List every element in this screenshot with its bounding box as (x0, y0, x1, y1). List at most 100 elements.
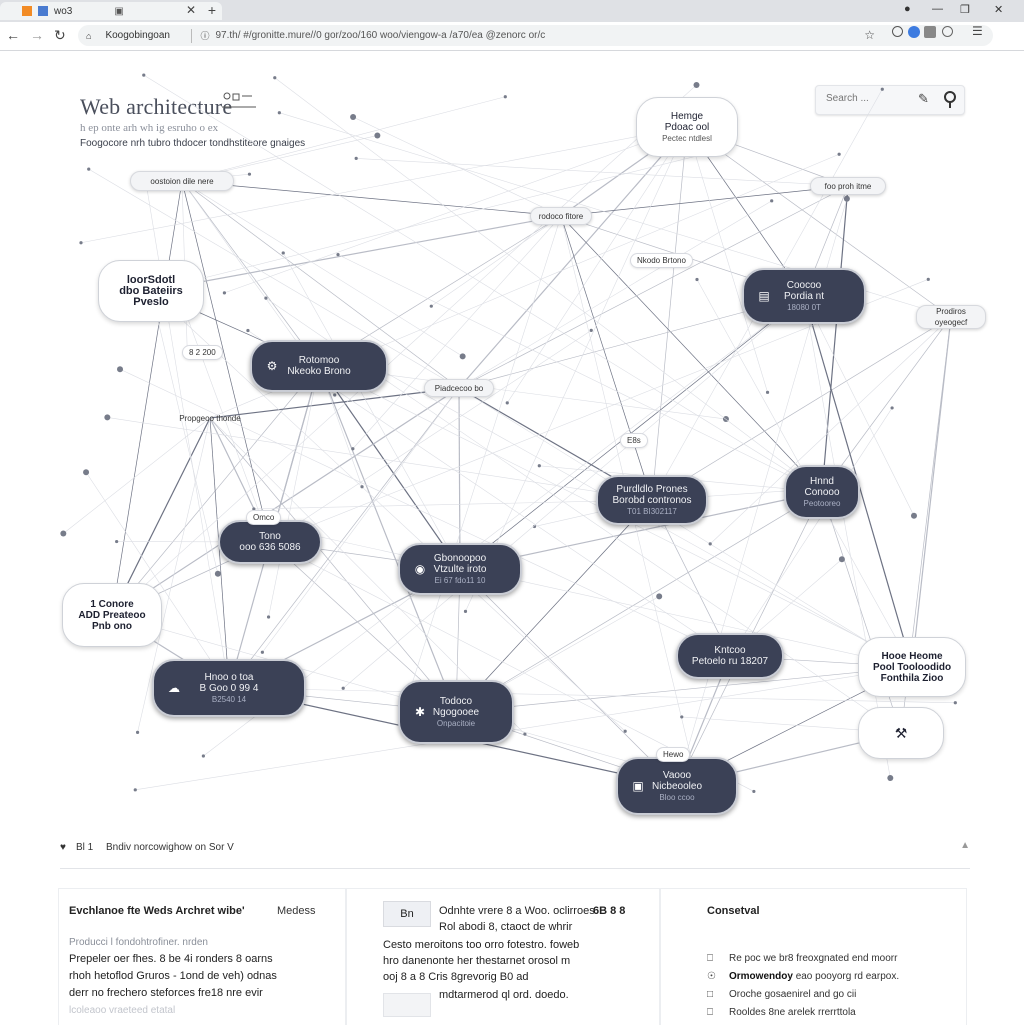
graph-node[interactable]: ✱ Todoco Ngogooee Onpacitoie (398, 680, 514, 744)
graph-junction-dot (282, 251, 285, 254)
graph-junction-dot (506, 401, 509, 404)
graph-node[interactable]: Purdldlo Prones Borobd contronos T01 BI3… (596, 475, 708, 525)
collapse-icon[interactable]: ▲ (960, 840, 970, 851)
panel-button[interactable]: Bn (383, 901, 431, 927)
list-bullet-icon: ☉ (707, 971, 719, 982)
graph-node-line1: Coocoo (787, 280, 821, 291)
graph-edge (465, 127, 687, 611)
graph-tag[interactable]: 8 2 200 (182, 345, 223, 360)
graph-junction-dot (538, 464, 541, 467)
graph-node-line3: Fonthila Zioo (881, 673, 944, 684)
forward-icon[interactable]: → (30, 27, 44, 43)
graph-node[interactable]: Kntcoo Petoelo ru 18207 (676, 633, 784, 679)
maximize-button[interactable]: ❐ (960, 3, 970, 16)
chevron-icon[interactable]: ♥ (60, 842, 66, 853)
extension-blue-icon[interactable] (908, 26, 920, 38)
graph-edge (652, 127, 687, 500)
graph-node[interactable]: ⚒ (858, 707, 944, 759)
graph-junction-dot (202, 754, 205, 757)
minimize-button[interactable]: — (932, 3, 943, 15)
graph-node[interactable]: Tono ooo 636 5086 (218, 520, 322, 564)
panel-side-label[interactable]: Medess (277, 905, 316, 917)
tab-close-icon[interactable]: ✕ (186, 3, 196, 17)
graph-node[interactable]: Piadcecoo bo (424, 379, 494, 397)
list-item[interactable]: ☉ Ormowendoy eao pooyorg rd earpox. (709, 971, 899, 982)
extension-search-icon[interactable] (892, 26, 903, 37)
graph-node[interactable]: Propgeoo thonde (170, 409, 250, 427)
graph-node-line2: Nkeoko Brono (287, 366, 350, 377)
panel-text: lcoleaoo vraeteed etatal (69, 1005, 175, 1016)
extension-grid-icon[interactable] (924, 26, 936, 38)
info-icon[interactable]: ⓘ (200, 29, 209, 42)
graph-tag[interactable]: Hewo (656, 747, 690, 762)
graph-tag[interactable]: Omco (246, 510, 281, 525)
menu-icon[interactable]: ☰ (972, 24, 983, 38)
graph-junction-dot (680, 715, 683, 718)
list-item[interactable]: ⎕ Re poc we br8 freoxgnated end moorr (709, 953, 897, 964)
graph-node[interactable]: Hooe Heome Pool Tooloodido Fonthila Zioo (858, 637, 966, 697)
graph-junction-dot (79, 241, 82, 244)
graph-node[interactable]: oostoion dile nere (130, 171, 234, 191)
graph-junction-dot (360, 485, 363, 488)
panel-overview: Evchlanoe fte Weds Archret wibe' Medess … (58, 888, 346, 1025)
panel-title: Consetval (707, 905, 760, 917)
graph-node-line1: Kntcoo (714, 645, 745, 656)
graph-node[interactable]: ⚙ Rotomoo Nkeoko Brono (250, 340, 388, 392)
graph-node-line1: oostoion dile nere (150, 176, 213, 187)
panel-text: mdtarmerod ql ord. doedo. (439, 989, 569, 1001)
graph-junction-dot (278, 111, 281, 114)
graph-junction-dot (504, 95, 507, 98)
panel-badge: 6B 8 8 (593, 905, 625, 917)
graph-node-line1: Hemge (671, 111, 703, 122)
graph-tag[interactable]: Nkodo Brtono (630, 253, 693, 268)
panel-title: Evchlanoe fte Weds Archret wibe' (69, 905, 245, 917)
back-icon[interactable]: ← (6, 27, 20, 43)
graph-junction-dot (248, 173, 251, 176)
graph-node[interactable]: ▤ Coocoo Pordia nt 18080 0T (742, 268, 866, 324)
graph-node[interactable]: Hemge Pdoac ool Pectec ntdlesl (636, 97, 738, 157)
graph-node[interactable]: rodoco fitore (530, 207, 592, 225)
extension-shield-icon[interactable] (942, 26, 953, 37)
panel-input-box[interactable] (383, 993, 431, 1017)
graph-node-line1: Hnoo o toa (205, 672, 254, 683)
section-header-icon-label: Bl 1 (76, 842, 93, 853)
window-close-button[interactable]: ✕ (994, 3, 1003, 16)
graph-node[interactable]: ▣ Vaooo Nicbeooleo Bloo ccoo (616, 757, 738, 815)
reload-icon[interactable]: ↻ (54, 27, 66, 44)
graph-node[interactable]: ◉ Gbonoopoo Vtzulte iroto Ei 67 fdo11 10 (398, 543, 522, 595)
bookmark-star-icon[interactable]: ☆ (864, 28, 875, 42)
section-header-bar[interactable]: ♥ Bl 1 Bndiv norcowighow on Sor V ▲ (60, 842, 970, 858)
profile-icon[interactable]: ● (904, 3, 911, 15)
graph-node-line2: Ngogooee (433, 707, 479, 718)
graph-node-line2: B Goo 0 99 4 (200, 683, 259, 694)
graph-node[interactable]: Hnnd Conooo Peotooreo (784, 465, 860, 519)
graph-junction-dot (709, 542, 712, 545)
graph-edge (112, 366, 319, 615)
browser-tab[interactable]: wo3 ▣ ✕ + (0, 2, 222, 20)
graph-node-line2: Borobd contronos (613, 495, 692, 506)
list-bullet-icon: □ (707, 989, 719, 1000)
graph-junction-dot (223, 291, 226, 294)
graph-node[interactable]: ☁ Hnoo o toa B Goo 0 99 4 B2540 14 (152, 659, 306, 717)
list-item[interactable]: □ Oroche gosaenirel and go cii (709, 989, 856, 1000)
graph-node-line1: rodoco fitore (539, 211, 583, 222)
graph-node[interactable]: loorSdotl dbo Bateiirs Pveslo (98, 260, 204, 322)
graph-junction-dot (355, 157, 358, 160)
graph-node[interactable]: foo proh itme (810, 177, 886, 195)
graph-junction-dot (590, 329, 593, 332)
graph-junction-dot (264, 297, 267, 300)
list-item[interactable]: ⎕ Rooldes 8ne arelek rrerrttola (709, 1007, 856, 1018)
graph-edge (182, 181, 463, 356)
graph-junction-dot (215, 571, 221, 577)
graph-node-line1: Todoco (440, 696, 472, 707)
graph-node[interactable]: Prodiros oyeogecf (916, 305, 986, 329)
panel-conservation: Consetval ⎕ Re poc we br8 freoxgnated en… (660, 888, 967, 1025)
graph-tag[interactable]: E8s (620, 433, 648, 448)
graph-node[interactable]: 1 Conore ADD Preateoo Pnb ono (62, 583, 162, 647)
tab-pin-icon[interactable]: ▣ (114, 6, 123, 17)
graph-node-line1: 1 Conore (90, 599, 133, 610)
omnibox[interactable]: ⌂ Koogobingoan ⓘ 97.th/ #/gronitte.mure/… (78, 25, 993, 46)
new-tab-button[interactable]: + (208, 2, 216, 18)
graph-junction-dot (523, 733, 526, 736)
omnibox-url: 97.th/ #/gronitte.mure//0 gor/zoo/160 wo… (215, 30, 545, 41)
